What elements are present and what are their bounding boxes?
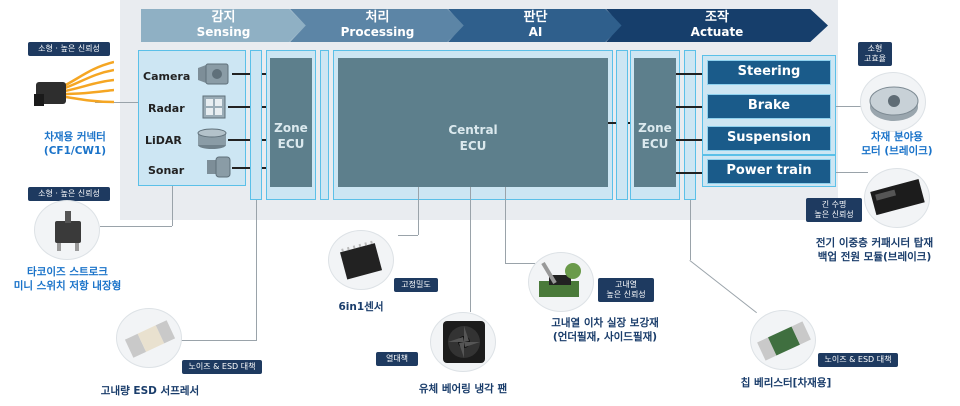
connector-image	[30, 58, 115, 124]
esd-image	[116, 308, 182, 368]
leader-line	[690, 200, 691, 260]
stage-sensing: 감지 Sensing	[141, 9, 306, 42]
leader-line	[100, 226, 172, 227]
leader-line	[398, 235, 418, 236]
stage-actuate-ko: 조작	[705, 10, 729, 25]
stage-processing-ko: 처리	[365, 10, 390, 25]
connector-line	[676, 139, 708, 141]
lidar-icon	[196, 128, 228, 150]
switch-tag: 소형 · 높은 신뢰성	[28, 187, 110, 201]
underfill-image	[528, 252, 594, 312]
central-ecu-label: Central ECU	[448, 123, 498, 153]
sensor6-tag: 고정밀도	[394, 278, 438, 292]
capacitor-tag: 긴 수명 높은 신뢰성	[806, 198, 862, 222]
leader-line	[505, 187, 506, 263]
varistor-tag: 노이즈 & ESD 대책	[818, 353, 898, 367]
connector-line	[228, 106, 254, 108]
motor-tag: 소형 고효율	[858, 42, 892, 66]
connector-line	[676, 106, 708, 108]
connector-line	[676, 172, 708, 174]
stage-ai-ko: 판단	[523, 10, 548, 25]
sensor-camera-label: Camera	[143, 70, 191, 83]
central-ecu: Central ECU	[338, 58, 608, 187]
motor-image	[860, 72, 926, 132]
sensor-lidar-label: LiDAR	[145, 134, 182, 147]
sensor-radar-label: Radar	[148, 102, 185, 115]
underfill-tag: 고내열 높은 신뢰성	[598, 278, 654, 302]
zone-ecu-left-label: Zone ECU	[274, 121, 308, 151]
connector-caption: 차재용 커넥터 (CF1/CW1)	[43, 131, 107, 157]
switch-image	[34, 200, 100, 260]
connector-tag: 소형 · 높은 신뢰성	[28, 42, 110, 56]
leader-line	[836, 172, 868, 173]
stage-ai-en: AI	[528, 25, 543, 39]
zone-ecu-right: Zone ECU	[634, 58, 676, 187]
radar-icon	[202, 95, 226, 119]
varistor-image	[750, 310, 816, 370]
sensor6-image	[328, 230, 394, 290]
connector-line	[232, 167, 254, 169]
interface-strip	[684, 50, 696, 200]
motor-caption: 차재 분야용 모터 (브레이크)	[861, 131, 933, 157]
underfill-caption: 고내열 이차 실장 보강재 (언더필재, 사이드필재)	[551, 317, 659, 343]
sensor6-caption: 6in1센서	[338, 301, 384, 313]
actuator-brake: Brake	[707, 94, 831, 119]
leader-line	[653, 260, 757, 360]
actuator-powertrain: Power train	[707, 159, 831, 184]
leader-line	[175, 340, 257, 341]
esd-tag: 노이즈 & ESD 대책	[182, 360, 262, 374]
capacitor-caption: 전기 이중층 커패시터 탑재 백업 전원 모듈(브레이크)	[815, 237, 934, 263]
interface-strip	[320, 50, 329, 200]
leader-line	[418, 187, 419, 235]
leader-line	[470, 187, 471, 312]
leader-line	[836, 106, 864, 107]
sensor-sonar-label: Sonar	[148, 164, 185, 177]
fan-image	[430, 312, 496, 372]
camera-icon	[196, 62, 230, 86]
switch-caption: 타코이즈 스트로크 미니 스위치 저항 내장형	[13, 266, 122, 292]
connector-line	[228, 139, 254, 141]
leader-line	[505, 263, 535, 264]
interface-strip	[250, 50, 262, 200]
stage-sensing-ko: 감지	[211, 10, 236, 25]
zone-ecu-left: Zone ECU	[270, 58, 312, 187]
leader-line	[172, 186, 173, 226]
actuator-suspension: Suspension	[707, 126, 831, 151]
stage-processing: 처리 Processing	[290, 9, 465, 42]
connector-line	[232, 73, 254, 75]
stage-actuate: 조작 Actuate	[606, 9, 828, 42]
actuator-steering: Steering	[707, 60, 831, 85]
leader-line	[256, 200, 257, 340]
capacitor-image	[864, 168, 930, 228]
sonar-icon	[206, 156, 232, 180]
connector-line	[676, 73, 708, 75]
varistor-caption: 칩 베리스터[차재용]	[740, 377, 832, 389]
stage-ai: 판단 AI	[448, 9, 623, 42]
stage-actuate-en: Actuate	[690, 25, 744, 39]
esd-caption: 고내량 ESD 서프레서	[100, 385, 200, 397]
stage-processing-en: Processing	[340, 25, 415, 39]
stage-sensing-en: Sensing	[196, 25, 251, 39]
fan-tag: 열대책	[376, 352, 418, 366]
zone-ecu-right-label: Zone ECU	[638, 121, 672, 151]
fan-caption: 유체 베어링 냉각 팬	[418, 383, 508, 395]
leader-line	[95, 102, 138, 103]
interface-strip	[616, 50, 628, 200]
